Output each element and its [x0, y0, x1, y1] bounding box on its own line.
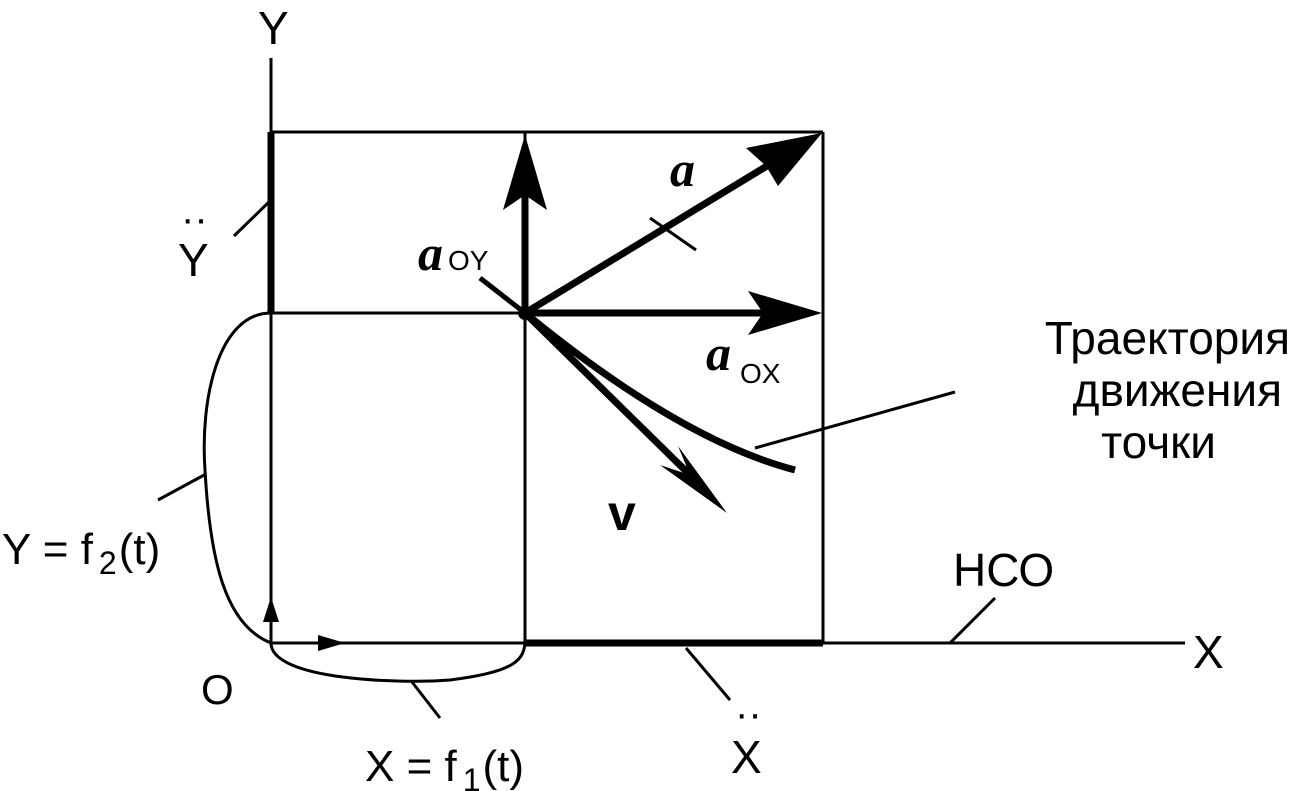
aoy-symbol: a [418, 225, 443, 281]
x-equation-index: 1 [463, 762, 481, 791]
aox-symbol: a [706, 325, 731, 381]
aox-label: a OX [706, 325, 781, 389]
trajectory-label: Траектория движения точки [1045, 312, 1290, 468]
a-arrow [523, 133, 822, 316]
aoy-leader [478, 276, 527, 315]
y-axis-label: Y [258, 2, 289, 54]
x-ddot-letter: X [731, 731, 762, 783]
y-ddot-group: Y ·· [178, 197, 273, 286]
x-equation-lhs: X = f [365, 742, 457, 791]
frame-label-group: НСО [948, 544, 1054, 645]
y-equation-rhs: (t) [119, 525, 161, 574]
x-axis-label: X [1193, 626, 1224, 678]
aoy-subscript: OY [448, 245, 489, 276]
x-ddot-group: X ·· [684, 647, 762, 783]
y-ddot-mark: ·· [181, 197, 208, 241]
a-label: a [670, 141, 695, 197]
trajectory-label-line1: Траектория [1045, 312, 1290, 364]
frame-label: НСО [953, 544, 1054, 596]
v-arrow [522, 310, 727, 513]
moving-point [518, 306, 532, 320]
x-equation-brace [269, 639, 527, 719]
y-equation-lhs: Y = f [2, 525, 94, 574]
y-equation-index: 2 [99, 545, 117, 581]
aox-subscript: OX [740, 358, 781, 389]
y-axis: Y [258, 2, 289, 645]
v-label: v [608, 485, 636, 541]
aox-arrow [525, 291, 822, 335]
aoy-label: a OY [418, 225, 489, 281]
y-equation-brace [157, 311, 272, 645]
x-axis: X [271, 626, 1224, 678]
aoy-arrow [503, 135, 547, 313]
y-ddot-letter: Y [178, 234, 209, 286]
x-equation-rhs: (t) [483, 742, 525, 791]
trajectory-label-line2: движения [1073, 364, 1282, 416]
trajectory-label-line3: точки [1101, 416, 1216, 468]
origin-label: O [201, 666, 234, 713]
x-ddot-mark: ·· [735, 692, 762, 736]
origin-unit-arrows [263, 597, 345, 651]
trajectory-curve [522, 310, 796, 474]
trajectory-leader [754, 390, 956, 450]
